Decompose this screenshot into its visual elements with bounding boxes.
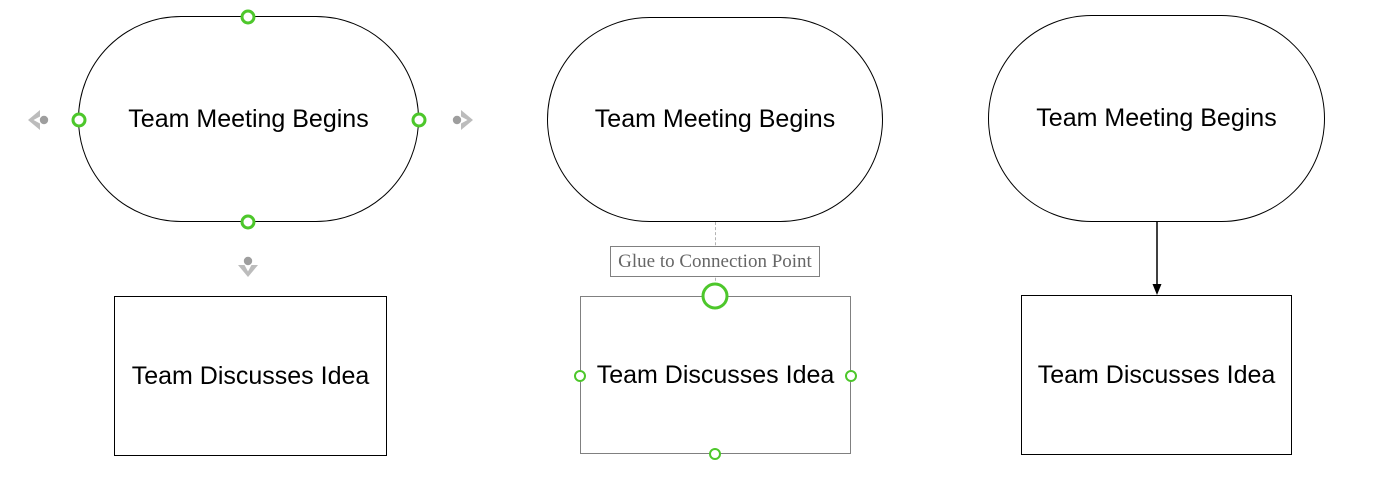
glue-to-connection-point-tooltip: Glue to Connection Point	[610, 246, 820, 277]
arrowhead-icon	[1152, 284, 1162, 295]
start-shape-team-meeting-begins[interactable]: Team Meeting Begins	[78, 16, 419, 222]
directional-arrow-down-icon[interactable]	[235, 255, 261, 281]
connection-point-bottom[interactable]	[709, 448, 721, 460]
connection-point-bottom[interactable]	[240, 214, 256, 230]
connection-point-right[interactable]	[411, 112, 427, 128]
connector-arrow[interactable]	[1147, 222, 1167, 298]
tooltip-text: Glue to Connection Point	[618, 250, 812, 272]
start-shape-label: Team Meeting Begins	[1036, 104, 1277, 133]
start-shape-label: Team Meeting Begins	[128, 104, 369, 133]
process-shape-team-discusses-idea[interactable]: Team Discusses Idea	[1021, 295, 1292, 455]
connection-point-top[interactable]	[240, 9, 256, 25]
process-shape-team-discusses-idea[interactable]: Team Discusses Idea	[580, 296, 851, 454]
process-shape-label: Team Discusses Idea	[1037, 360, 1276, 389]
process-shape-team-discusses-idea[interactable]: Team Discusses Idea	[114, 296, 387, 456]
start-shape-team-meeting-begins[interactable]: Team Meeting Begins	[988, 15, 1325, 222]
process-shape-label: Team Discusses Idea	[596, 360, 835, 389]
directional-arrow-right-icon[interactable]	[451, 107, 477, 133]
directional-arrow-left-icon[interactable]	[24, 107, 50, 133]
connection-point-right[interactable]	[845, 370, 857, 382]
start-shape-team-meeting-begins[interactable]: Team Meeting Begins	[547, 17, 883, 222]
connection-point-left[interactable]	[574, 370, 586, 382]
connection-point-left[interactable]	[71, 112, 87, 128]
connection-point-top-highlighted[interactable]	[701, 282, 729, 310]
process-shape-label: Team Discusses Idea	[131, 361, 370, 390]
start-shape-label: Team Meeting Begins	[594, 105, 836, 134]
